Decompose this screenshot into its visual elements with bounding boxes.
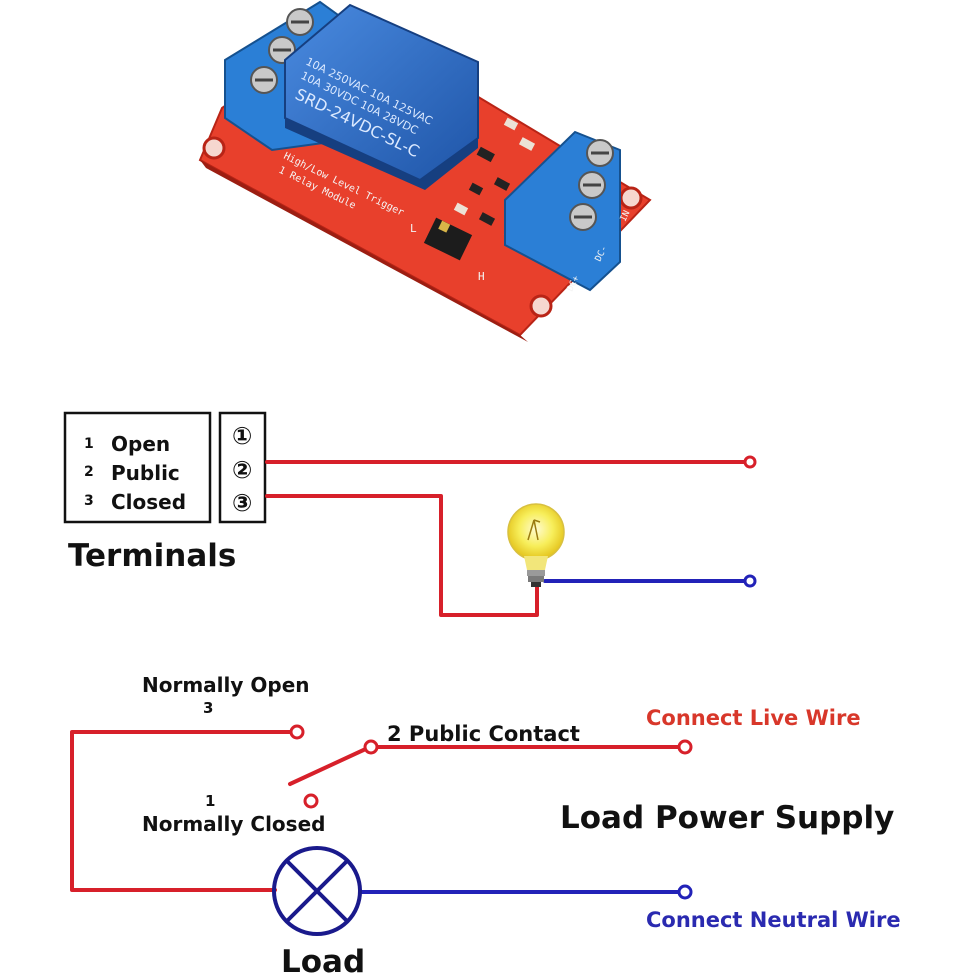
schematic-wires <box>70 730 682 894</box>
mount-hole <box>202 136 226 160</box>
label-normally-closed-number: 1 <box>205 792 215 810</box>
terminal-legend: 1 Open 2 Public 3 Closed <box>63 411 212 524</box>
closed-wire-terminal-3 <box>265 494 539 617</box>
screw-terminal-block-right: DC+ DC- IN <box>504 130 633 293</box>
terminal-wires <box>265 460 750 617</box>
label-normally-closed: Normally Closed <box>142 812 325 836</box>
terminal-circled-3: ③ <box>232 489 252 517</box>
terminal-label-open: Open <box>111 432 170 456</box>
live-supply-terminal <box>677 739 693 755</box>
neutral-supply-terminal <box>677 884 693 900</box>
load-lamp-icon <box>272 846 362 936</box>
jumper-label-high: H <box>478 270 485 283</box>
jumper-label-low: L <box>410 222 417 235</box>
terminals-title: Terminals <box>68 538 236 574</box>
label-public-contact: 2 Public Contact <box>387 722 580 746</box>
switch-arm <box>288 745 372 786</box>
terminal-block-symbol: ① ② ③ <box>218 411 267 524</box>
label-connect-live-wire: Connect Live Wire <box>646 706 861 730</box>
contact-normally-open <box>289 724 305 740</box>
contact-public <box>363 739 379 755</box>
light-bulb-icon <box>507 503 565 587</box>
terminal-label-closed: Closed <box>111 490 186 514</box>
trigger-jumper: L H <box>410 217 485 283</box>
label-load-power-supply: Load Power Supply <box>560 800 894 836</box>
terminal-number-3: 3 <box>84 493 94 509</box>
terminal-legend-box <box>63 411 212 524</box>
terminal-circled-2: ② <box>232 456 252 484</box>
terminal-number-2: 2 <box>84 464 94 480</box>
relay-module-illustration: 10A 250VAC 10A 125VAC 10A 30VDC 10A 28VD… <box>198 0 652 342</box>
terminal-label-public: Public <box>111 461 180 485</box>
label-connect-neutral-wire: Connect Neutral Wire <box>646 908 901 932</box>
contact-normally-closed <box>303 793 319 809</box>
mount-hole <box>529 294 553 318</box>
label-normally-open-number: 3 <box>203 699 213 717</box>
label-load: Load <box>281 944 365 974</box>
mount-hole <box>619 186 643 210</box>
neutral-wire-endpoint <box>743 574 757 588</box>
normally-open-wire <box>70 730 294 892</box>
live-wire-endpoint <box>743 455 757 469</box>
relay-body: 10A 250VAC 10A 125VAC 10A 30VDC 10A 28VD… <box>284 3 479 190</box>
pin-label-in: IN <box>619 209 633 223</box>
label-normally-open: Normally Open <box>142 673 310 697</box>
terminal-number-1: 1 <box>84 436 94 452</box>
terminal-circled-1: ① <box>232 422 252 450</box>
